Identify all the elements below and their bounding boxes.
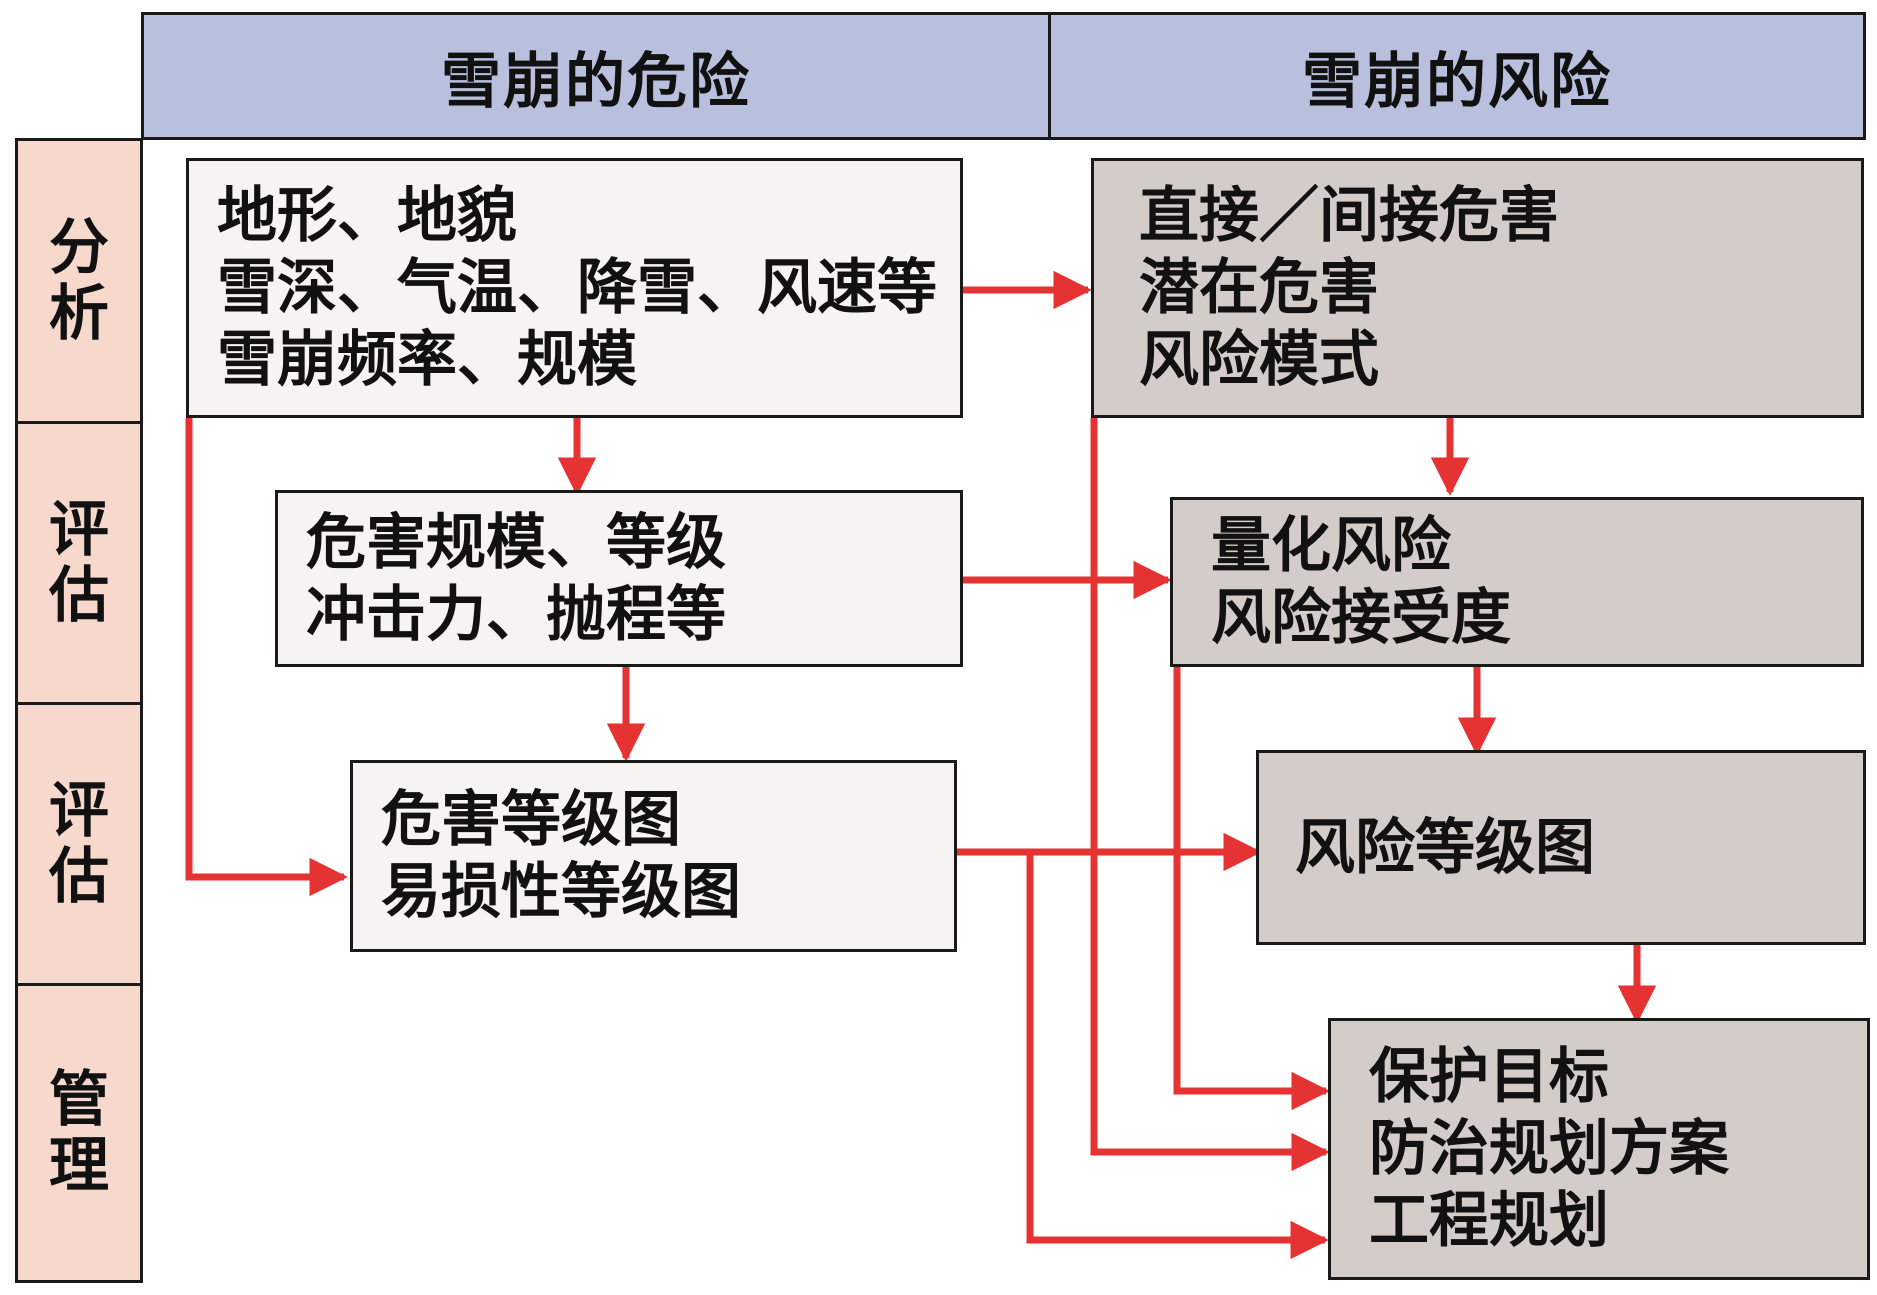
hazard-analysis-line-2: 雪深、气温、降雪、风速等: [217, 253, 937, 323]
risk-hazards-line-1: 直接／间接危害: [1139, 181, 1559, 251]
hazard-maps-line-2: 易损性等级图: [381, 857, 741, 927]
risk-quantify-line-1: 量化风险: [1211, 511, 1451, 581]
header-hazard: 雪崩的危险: [141, 12, 1051, 140]
risk-map-box: 风险等级图: [1256, 750, 1866, 945]
risk-manage-line-3: 工程规划: [1369, 1186, 1609, 1256]
arrow-quantify-to-manage: [1173, 667, 1330, 1111]
row-label-assessment-2: 评估: [15, 702, 143, 986]
arrow-risk-hazards-to-manage: [1090, 418, 1330, 1172]
risk-hazards-box: 直接／间接危害 潜在危害 风险模式: [1091, 158, 1864, 418]
risk-map-line-1: 风险等级图: [1295, 812, 1595, 883]
risk-manage-line-1: 保护目标: [1369, 1042, 1609, 1112]
hazard-scale-box: 危害规模、等级 冲击力、抛程等: [275, 490, 963, 667]
risk-hazards-line-2: 潜在危害: [1139, 253, 1379, 323]
risk-quantify-box: 量化风险 风险接受度: [1170, 497, 1864, 667]
header-risk: 雪崩的风险: [1048, 12, 1866, 140]
risk-quantify-line-2: 风险接受度: [1211, 583, 1511, 653]
hazard-maps-box: 危害等级图 易损性等级图: [350, 760, 957, 952]
hazard-analysis-line-1: 地形、地貌: [217, 181, 517, 251]
hazard-scale-line-2: 冲击力、抛程等: [306, 579, 726, 650]
hazard-scale-line-1: 危害规模、等级: [306, 507, 726, 578]
arrow-analysis-to-maps: [185, 418, 348, 897]
risk-manage-line-2: 防治规划方案: [1369, 1114, 1729, 1184]
hazard-analysis-line-3: 雪崩频率、规模: [217, 325, 637, 395]
hazard-maps-line-1: 危害等级图: [381, 785, 681, 855]
hazard-analysis-box: 地形、地貌 雪深、气温、降雪、风速等 雪崩频率、规模: [186, 158, 963, 418]
row-label-analysis: 分析: [15, 138, 143, 424]
arrow-maps-to-manage: [1026, 852, 1329, 1260]
risk-manage-box: 保护目标 防治规划方案 工程规划: [1328, 1018, 1870, 1280]
risk-hazards-line-3: 风险模式: [1139, 325, 1379, 395]
row-label-management: 管理: [15, 983, 143, 1283]
